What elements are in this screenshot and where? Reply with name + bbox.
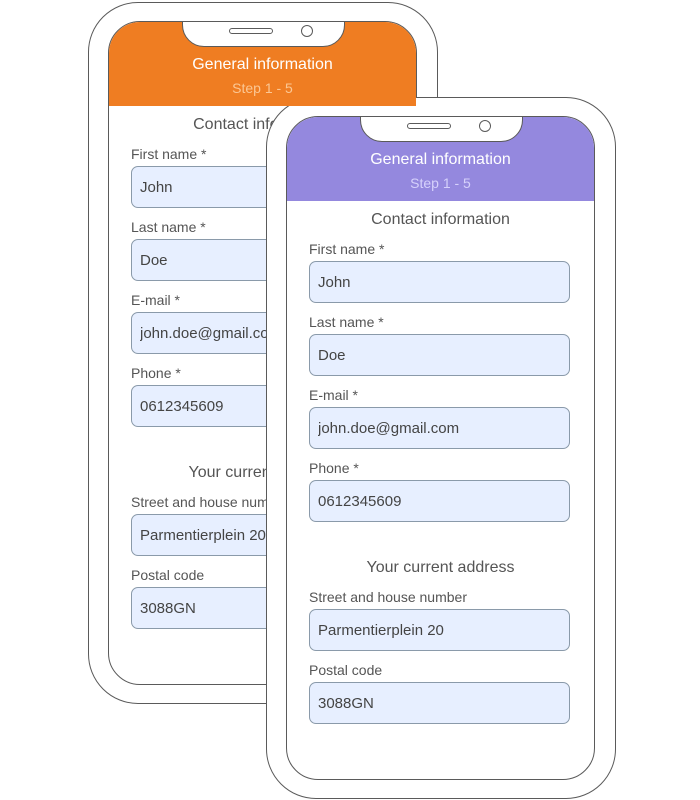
- first-name-input[interactable]: [309, 261, 570, 303]
- last-name-input[interactable]: [309, 334, 570, 376]
- first-name-label: First name *: [131, 146, 207, 162]
- postal-code-label: Postal code: [309, 662, 383, 678]
- speaker-icon: [229, 28, 273, 34]
- form-header: General information Step 1 - 5: [287, 117, 594, 201]
- form-title: General information: [192, 56, 333, 73]
- phone-label: Phone *: [309, 460, 359, 476]
- address-section-title: Your current address: [366, 559, 515, 576]
- email-label: E-mail *: [309, 387, 359, 403]
- camera-icon: [301, 25, 313, 37]
- phone-label: Phone *: [131, 365, 181, 381]
- postal-code-input[interactable]: [309, 682, 570, 724]
- street-input[interactable]: [309, 609, 570, 651]
- step-indicator: Step 1 - 5: [232, 80, 293, 96]
- phone-notch: [182, 22, 345, 47]
- phone-mockup-front: General information Step 1 - 5 Contact i…: [266, 97, 616, 799]
- last-name-label: Last name *: [131, 219, 206, 235]
- step-indicator: Step 1 - 5: [410, 175, 471, 191]
- phone-notch: [360, 117, 523, 142]
- contact-section-title: Contact information: [371, 211, 510, 228]
- postal-code-label: Postal code: [131, 567, 205, 583]
- email-input[interactable]: [309, 407, 570, 449]
- first-name-label: First name *: [309, 241, 385, 257]
- street-label: Street and house number: [131, 494, 289, 510]
- phone-input[interactable]: [309, 480, 570, 522]
- email-label: E-mail *: [131, 292, 181, 308]
- speaker-icon: [407, 123, 451, 129]
- form-title: General information: [370, 151, 511, 168]
- last-name-label: Last name *: [309, 314, 384, 330]
- phone-screen: General information Step 1 - 5 Contact i…: [286, 116, 595, 780]
- street-label: Street and house number: [309, 589, 467, 605]
- camera-icon: [479, 120, 491, 132]
